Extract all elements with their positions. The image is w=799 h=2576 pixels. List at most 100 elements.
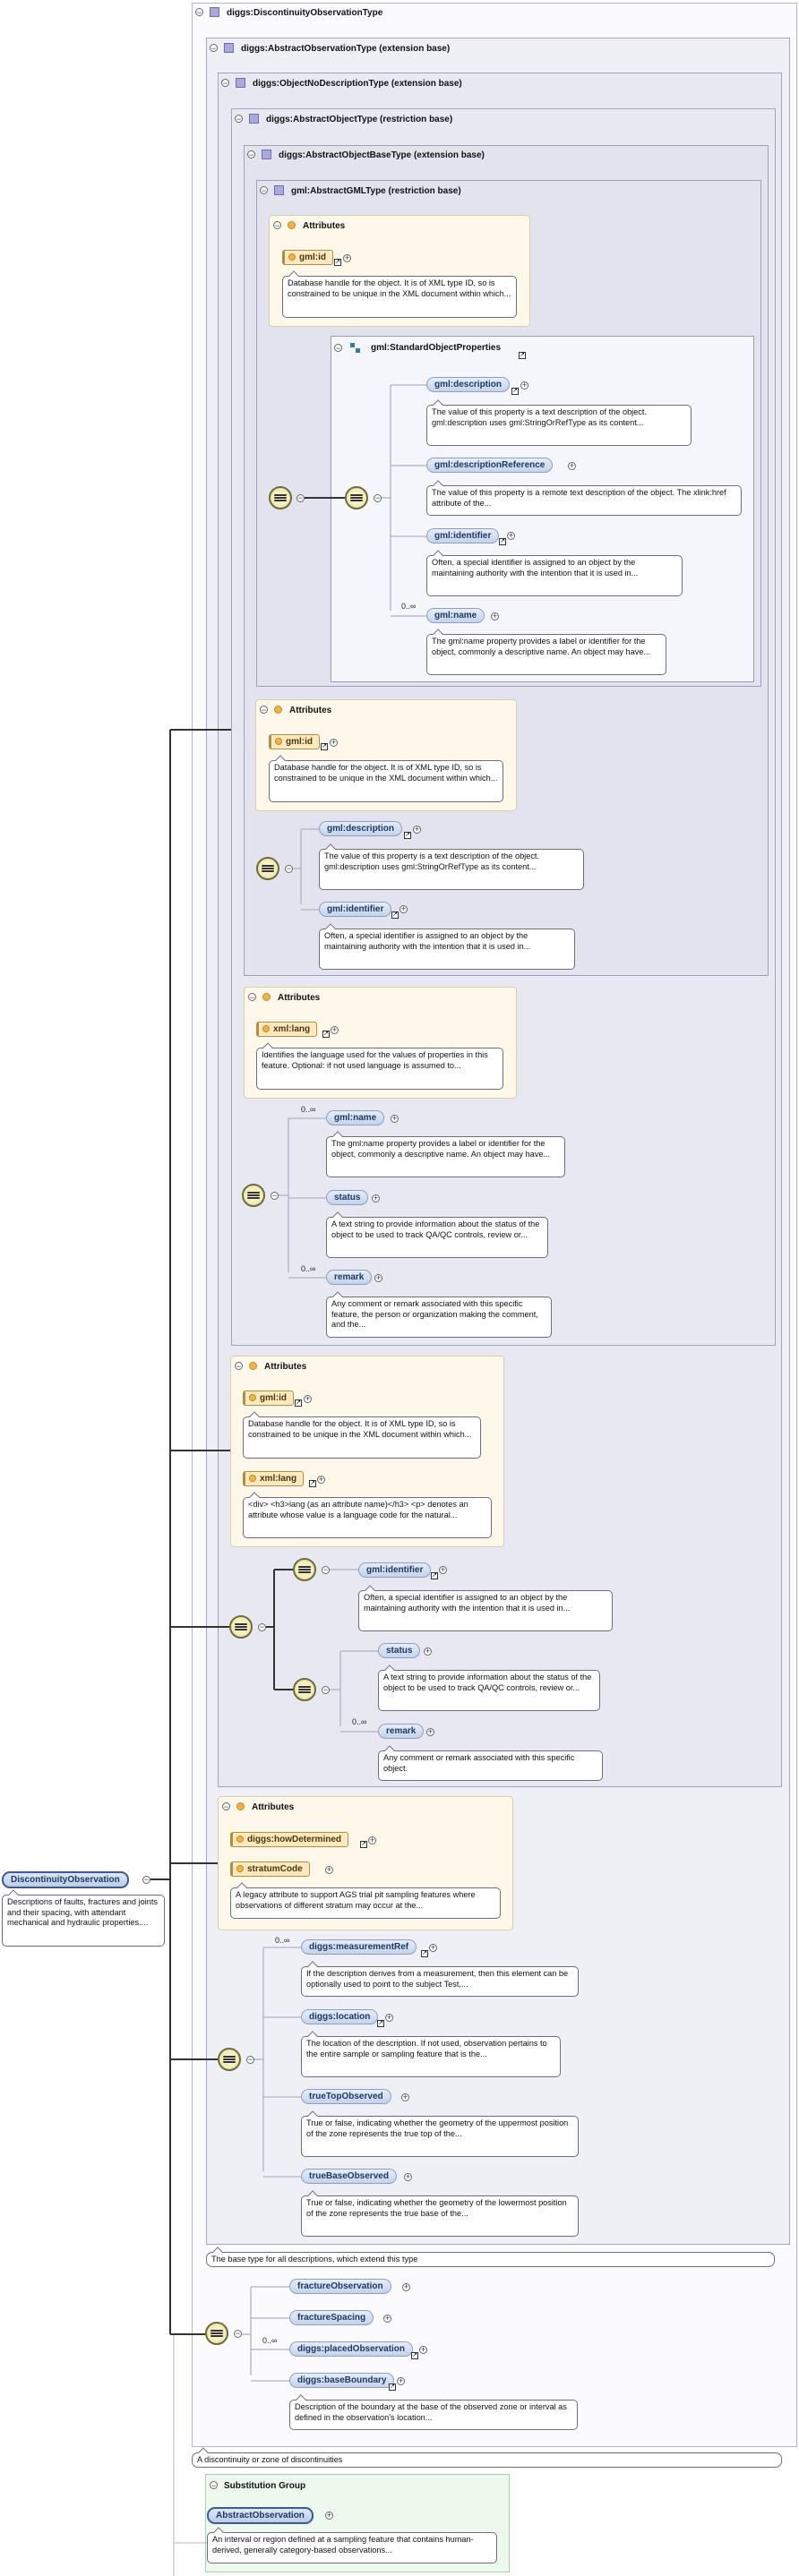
gml-description-reference-element[interactable]: gml:descriptionReference <box>426 458 554 473</box>
collapse-toggle[interactable]: − <box>234 2329 242 2338</box>
status-element[interactable]: status <box>378 1643 421 1658</box>
complex-type-icon <box>249 114 259 124</box>
expand-icon[interactable]: + <box>325 1865 333 1874</box>
gml-identifier-element[interactable]: gml:identifier <box>426 528 500 543</box>
sequence-icon <box>205 2322 228 2345</box>
expand-icon[interactable]: + <box>304 1394 312 1403</box>
collapse-toggle[interactable]: − <box>247 150 255 159</box>
fracture-observation-element[interactable]: fractureObservation <box>289 2279 391 2294</box>
link-icon[interactable]: ↗ <box>360 1841 367 1848</box>
gml-name-desc: The gml:name property provides a label o… <box>426 634 666 675</box>
remark-element[interactable]: remark <box>326 1270 373 1285</box>
link-icon[interactable]: ↗ <box>334 259 341 266</box>
expand-icon[interactable]: + <box>404 2172 412 2181</box>
collapse-toggle[interactable]: − <box>285 864 293 873</box>
collapse-toggle[interactable]: − <box>271 1191 279 1200</box>
collapse-toggle[interactable]: − <box>258 1622 266 1631</box>
expand-icon[interactable]: + <box>568 461 576 470</box>
base-boundary-element[interactable]: diggs:baseBoundary <box>289 2373 395 2388</box>
link-icon[interactable]: ↗ <box>295 1399 302 1407</box>
collapse-toggle[interactable]: − <box>273 221 281 230</box>
collapse-toggle[interactable]: − <box>195 8 203 17</box>
link-icon[interactable]: ↗ <box>421 1950 428 1957</box>
collapse-toggle[interactable]: − <box>248 993 256 1002</box>
collapse-toggle[interactable]: − <box>334 344 342 353</box>
expand-icon[interactable]: + <box>507 531 515 540</box>
gml-name-desc: The gml:name property provides a label o… <box>326 1136 565 1177</box>
expand-icon[interactable]: + <box>331 1025 339 1034</box>
discontinuity-observation-element[interactable]: DiscontinuityObservation <box>2 1871 129 1888</box>
expand-icon[interactable]: + <box>426 1727 434 1736</box>
remark-element[interactable]: remark <box>378 1724 425 1739</box>
gml-description-element[interactable]: gml:description <box>319 821 403 836</box>
link-icon[interactable]: ↗ <box>404 832 411 839</box>
expand-icon[interactable]: + <box>413 825 421 834</box>
expand-icon[interactable]: + <box>400 904 408 913</box>
expand-icon[interactable]: + <box>383 2314 391 2323</box>
link-icon[interactable]: ↗ <box>377 2020 384 2027</box>
collapse-toggle[interactable]: − <box>210 44 218 53</box>
collapse-toggle[interactable]: − <box>210 2481 218 2490</box>
link-icon[interactable]: ↗ <box>411 2352 418 2359</box>
xml-lang-attribute[interactable]: xml:lang <box>243 1471 305 1486</box>
collapse-toggle[interactable]: − <box>222 1802 230 1811</box>
expand-icon[interactable]: + <box>374 1273 382 1282</box>
link-icon[interactable]: ↗ <box>519 352 526 359</box>
collapse-toggle[interactable]: − <box>260 186 268 195</box>
gml-name-element[interactable]: gml:name <box>326 1110 385 1125</box>
link-icon[interactable]: ↗ <box>321 743 328 750</box>
expand-icon[interactable]: + <box>330 738 338 747</box>
expand-icon[interactable]: + <box>343 253 351 262</box>
gml-identifier-element[interactable]: gml:identifier <box>319 902 392 917</box>
link-icon[interactable]: ↗ <box>309 1480 316 1487</box>
collapse-toggle[interactable]: − <box>260 706 268 715</box>
gml-name-element[interactable]: gml:name <box>426 608 485 623</box>
collapse-toggle[interactable]: − <box>142 1875 150 1884</box>
gml-identifier-element[interactable]: gml:identifier <box>358 1562 432 1578</box>
true-top-observed-element[interactable]: trueTopObserved <box>301 2089 391 2104</box>
expand-icon[interactable]: + <box>372 1194 380 1202</box>
gml-description-element[interactable]: gml:description <box>426 377 511 392</box>
expand-icon[interactable]: + <box>491 612 499 620</box>
link-icon[interactable]: ↗ <box>511 388 519 395</box>
fracture-spacing-element[interactable]: fractureSpacing <box>289 2310 374 2325</box>
collapse-toggle[interactable]: − <box>296 493 305 502</box>
true-base-observed-element[interactable]: trueBaseObserved <box>301 2169 397 2184</box>
expand-icon[interactable]: + <box>402 2282 410 2291</box>
collapse-toggle[interactable]: − <box>374 493 382 502</box>
link-icon[interactable]: ↗ <box>389 2383 396 2391</box>
link-icon[interactable]: ↗ <box>499 538 506 545</box>
collapse-toggle[interactable]: − <box>322 1565 330 1574</box>
collapse-toggle[interactable]: − <box>235 1362 243 1371</box>
stratum-code-attribute[interactable]: stratumCode <box>230 1861 310 1877</box>
status-element[interactable]: status <box>326 1190 369 1205</box>
link-icon[interactable]: ↗ <box>322 1031 330 1038</box>
expand-icon[interactable]: + <box>424 1647 432 1656</box>
expand-icon[interactable]: + <box>317 1475 325 1484</box>
link-icon[interactable]: ↗ <box>391 911 399 919</box>
collapse-toggle[interactable]: − <box>246 2055 254 2064</box>
expand-icon[interactable]: + <box>419 2345 427 2354</box>
expand-icon[interactable]: + <box>385 2013 393 2022</box>
expand-icon[interactable]: + <box>401 2092 409 2101</box>
expand-icon[interactable]: + <box>397 2376 405 2385</box>
expand-icon[interactable]: + <box>429 1943 437 1952</box>
abstract-observation-element[interactable]: AbstractObservation <box>207 2507 314 2524</box>
xml-lang-attribute[interactable]: xml:lang <box>256 1022 318 1037</box>
collapse-toggle[interactable]: − <box>235 115 243 124</box>
link-icon[interactable]: ↗ <box>431 1572 438 1579</box>
how-determined-attribute[interactable]: diggs:howDetermined <box>230 1832 349 1847</box>
gml-id-attribute[interactable]: gml:id <box>243 1391 294 1406</box>
collapse-toggle[interactable]: − <box>221 79 229 88</box>
gml-id-attribute[interactable]: gml:id <box>282 250 333 265</box>
location-element[interactable]: diggs:location <box>301 2009 379 2024</box>
collapse-toggle[interactable]: − <box>322 1685 330 1694</box>
expand-icon[interactable]: + <box>391 1114 399 1123</box>
expand-icon[interactable]: + <box>325 2511 333 2520</box>
expand-icon[interactable]: + <box>520 381 528 389</box>
gml-id-attribute[interactable]: gml:id <box>269 734 320 749</box>
placed-observation-element[interactable]: diggs:placedObservation <box>289 2341 414 2357</box>
expand-icon[interactable]: + <box>439 1565 447 1574</box>
expand-icon[interactable]: + <box>368 1836 376 1844</box>
measurement-ref-element[interactable]: diggs:measurementRef <box>301 1939 417 1955</box>
